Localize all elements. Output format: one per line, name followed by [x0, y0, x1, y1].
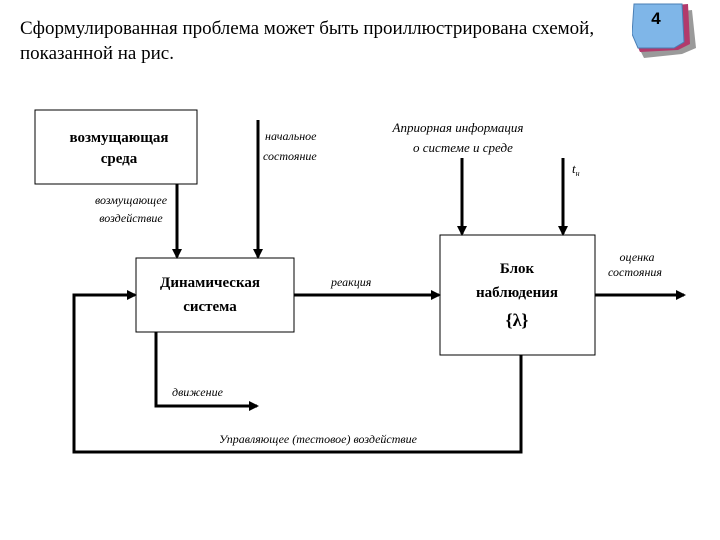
- initial-state-label-1: начальное: [265, 129, 317, 143]
- environment-label-1: возмущающая: [70, 130, 169, 146]
- t-symbol: t: [572, 161, 576, 176]
- intro-line-1: Сформулированная проблема может быть про…: [20, 18, 595, 39]
- motion-label: движение: [172, 385, 224, 399]
- environment-box: [34, 109, 198, 185]
- control-feedback-arrow: [72, 290, 523, 454]
- t-start-label: tн: [572, 161, 580, 178]
- estimate-label-1: оценка: [620, 250, 655, 264]
- dynamic-system-label-2: система: [183, 299, 237, 315]
- disturbance-label-2: воздействие: [99, 211, 163, 225]
- initial-state-label-2: состояние: [263, 149, 317, 163]
- apriori-label-2: о системе и среде: [413, 140, 513, 155]
- page-number: 4: [651, 9, 661, 28]
- t-subscript: н: [576, 169, 580, 178]
- badge-front-page: [632, 3, 685, 49]
- apriori-label-1: Априорная информация: [392, 120, 524, 135]
- intro-text: Сформулированная проблема может быть про…: [20, 16, 630, 66]
- observation-label-2: наблюдения: [476, 285, 558, 301]
- observation-label-3: {λ}: [505, 310, 528, 330]
- estimate-label-2: состояния: [608, 265, 662, 279]
- dynamic-system-label-1: Динамическая: [160, 275, 260, 291]
- reaction-label: реакция: [330, 275, 372, 289]
- dynamic-system-box: [135, 257, 295, 333]
- page-badge: [632, 3, 696, 58]
- observation-label-1: Блок: [500, 261, 535, 277]
- disturbance-label-1: возмущающее: [95, 193, 168, 207]
- control-label: Управляющее (тестовое) воздействие: [219, 432, 418, 446]
- motion-arrow: [154, 332, 259, 411]
- intro-line-2: показанной на рис.: [20, 43, 174, 64]
- environment-label-2: среда: [101, 151, 138, 167]
